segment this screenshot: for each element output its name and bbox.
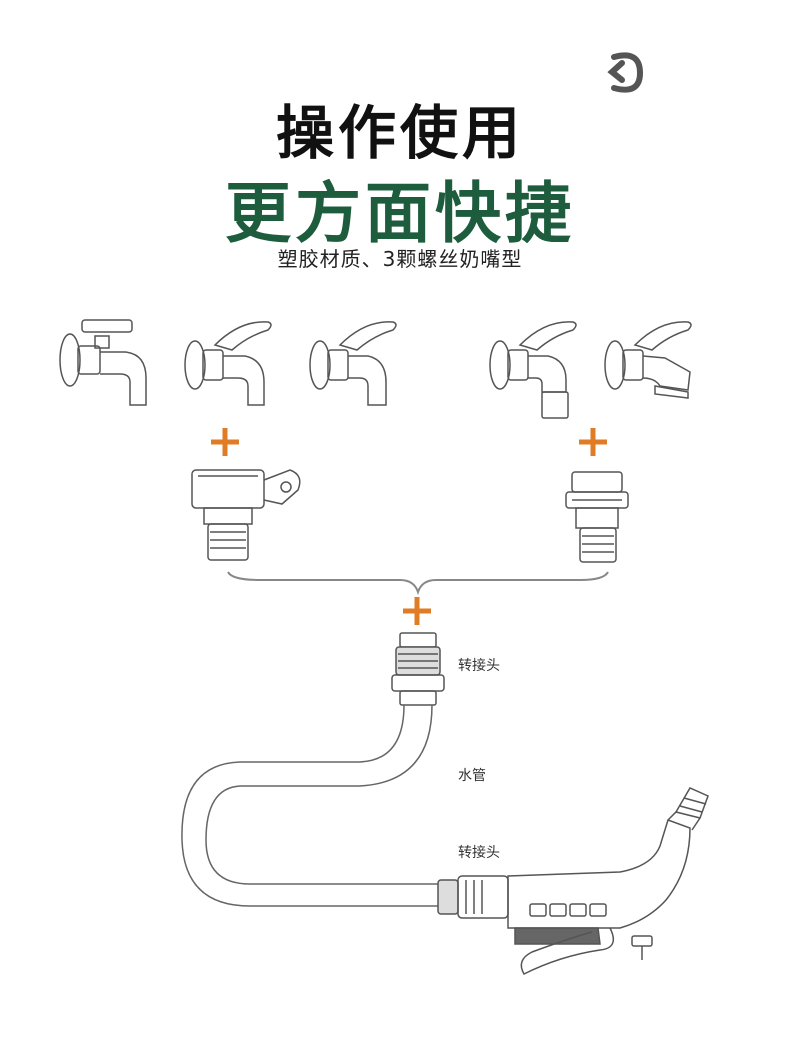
spray-gun-icon (437, 787, 709, 975)
faucet-icon (604, 321, 692, 399)
adapter-icon (565, 471, 629, 563)
hose (181, 704, 440, 907)
faucet-icon (489, 321, 577, 419)
label-connector-top: 转接头 (458, 658, 500, 674)
material-description: 塑胶材质、3颗螺丝奶嘴型 (277, 247, 523, 271)
brand-logo-icon (607, 52, 644, 93)
plus-icon (403, 597, 431, 625)
label-hose: 水管 (458, 768, 486, 784)
plus-icon (211, 428, 239, 456)
page-title: 操作使用 (275, 99, 524, 167)
label-connector-bottom: 转接头 (458, 845, 500, 861)
faucet-icon (184, 321, 272, 406)
quick-connector-icon (391, 632, 445, 706)
adapter-icon (191, 469, 301, 561)
faucet-icon (309, 321, 397, 406)
faucet-icon (59, 319, 147, 406)
brace-connector (227, 571, 609, 596)
page-subtitle-green: 更方面快捷 (225, 175, 575, 252)
plus-icon (579, 428, 607, 456)
